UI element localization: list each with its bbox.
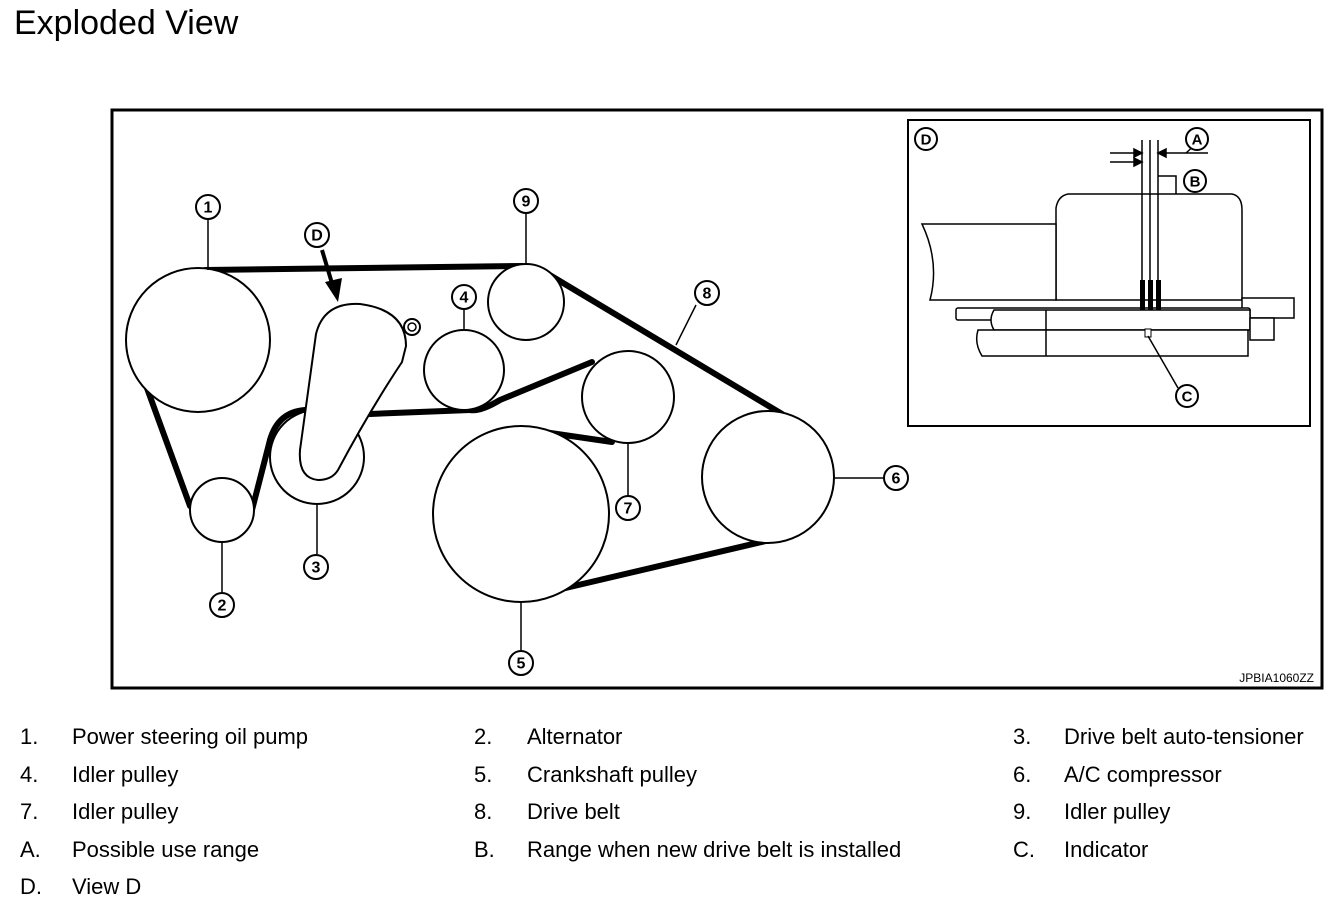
belt-routing-diagram: 1 2 3 4 9 7 5 6 8 D D — [110, 108, 1324, 690]
alternator-pulley — [189, 477, 255, 543]
callout-D: D — [311, 228, 323, 245]
inset-label-A: A — [1192, 132, 1203, 149]
view-d-inset-frame — [907, 119, 1311, 427]
tensioner-arm — [298, 302, 408, 482]
callout-5: 5 — [517, 656, 526, 673]
idler-pulley-4 — [423, 329, 505, 411]
inset-label-D: D — [921, 132, 932, 149]
drive-belt — [141, 263, 785, 597]
inset-label-B: B — [1190, 174, 1201, 191]
tensioner-body-side-view — [920, 193, 1295, 357]
callout-6: 6 — [892, 471, 901, 488]
power-steering-pump-pulley — [125, 267, 271, 413]
diagram-frame — [110, 108, 1324, 690]
callout-1: 1 — [204, 200, 213, 217]
callout-2: 2 — [218, 598, 227, 615]
callout-3: 3 — [312, 560, 321, 577]
ac-compressor-pulley — [701, 410, 835, 544]
callout-9: 9 — [522, 194, 531, 211]
callout-7: 7 — [624, 501, 633, 518]
inset-label-C: C — [1182, 389, 1193, 406]
page-title: Exploded View — [14, 4, 239, 42]
idler-pulley-7 — [581, 350, 675, 444]
crankshaft-pulley — [432, 425, 610, 603]
figure-code: JPBIA1060ZZ — [1239, 671, 1314, 685]
callout-4: 4 — [460, 290, 469, 307]
indicator-mark — [1144, 328, 1152, 338]
idler-pulley-9 — [487, 263, 565, 341]
callout-8: 8 — [703, 286, 712, 303]
